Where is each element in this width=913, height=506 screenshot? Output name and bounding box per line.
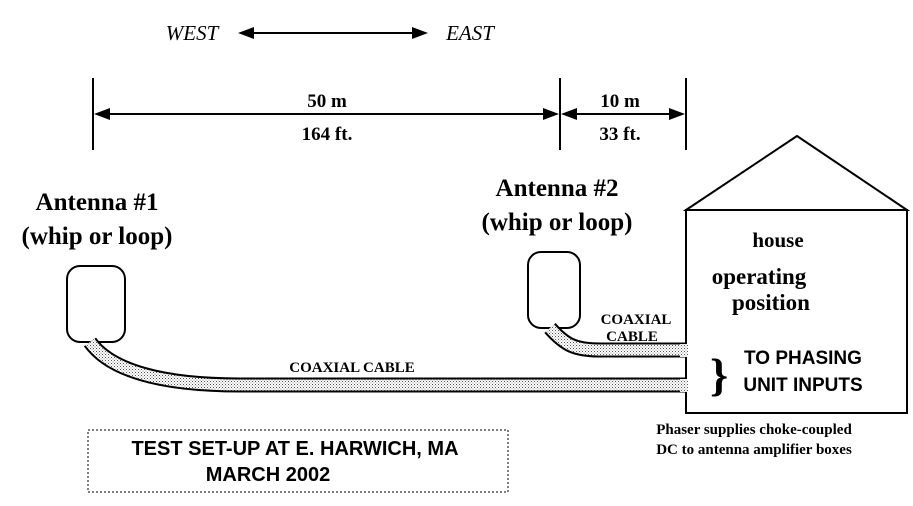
antenna1-subtitle: (whip or loop) — [22, 223, 173, 250]
antenna2-subtitle: (whip or loop) — [482, 209, 633, 236]
house-line1: operating — [712, 264, 807, 289]
house-line2: position — [732, 290, 810, 315]
house-outline — [682, 134, 911, 414]
caption-box — [87, 429, 509, 493]
antenna2-box — [527, 251, 581, 329]
antenna2-title: Antenna #2 — [496, 175, 619, 202]
west-label: WEST — [166, 21, 220, 45]
span1-metric: 50 m — [307, 91, 347, 112]
cable-long-label: COAXIAL CABLE — [289, 360, 414, 376]
span2-metric: 10 m — [600, 91, 640, 112]
caption-line1: TEST SET-UP AT E. HARWICH, MA — [131, 438, 458, 460]
caption-line2: MARCH 2002 — [206, 464, 330, 486]
east-label: EAST — [445, 21, 495, 45]
house-inputs-line2: UNIT INPUTS — [743, 375, 862, 396]
phaser-note-line1: Phaser supplies choke-coupled — [656, 422, 852, 438]
cable-short-label-line1: COAXIAL — [601, 312, 672, 328]
dimension-lines — [92, 78, 687, 150]
cable-short-label-line2: CABLE — [606, 329, 658, 345]
west-east-arrow — [238, 27, 428, 39]
house-inputs-line1: TO PHASING — [744, 348, 862, 369]
coaxial-cable-short — [544, 322, 686, 358]
antenna1-title: Antenna #1 — [36, 189, 159, 216]
input-brace: } — [710, 349, 728, 400]
coaxial-cable-long — [83, 337, 686, 393]
house-label: house — [752, 228, 803, 252]
antenna1-box — [66, 265, 126, 343]
span1-imperial: 164 ft. — [302, 124, 353, 145]
phaser-note-line2: DC to antenna amplifier boxes — [656, 442, 852, 458]
span2-imperial: 33 ft. — [599, 124, 640, 145]
